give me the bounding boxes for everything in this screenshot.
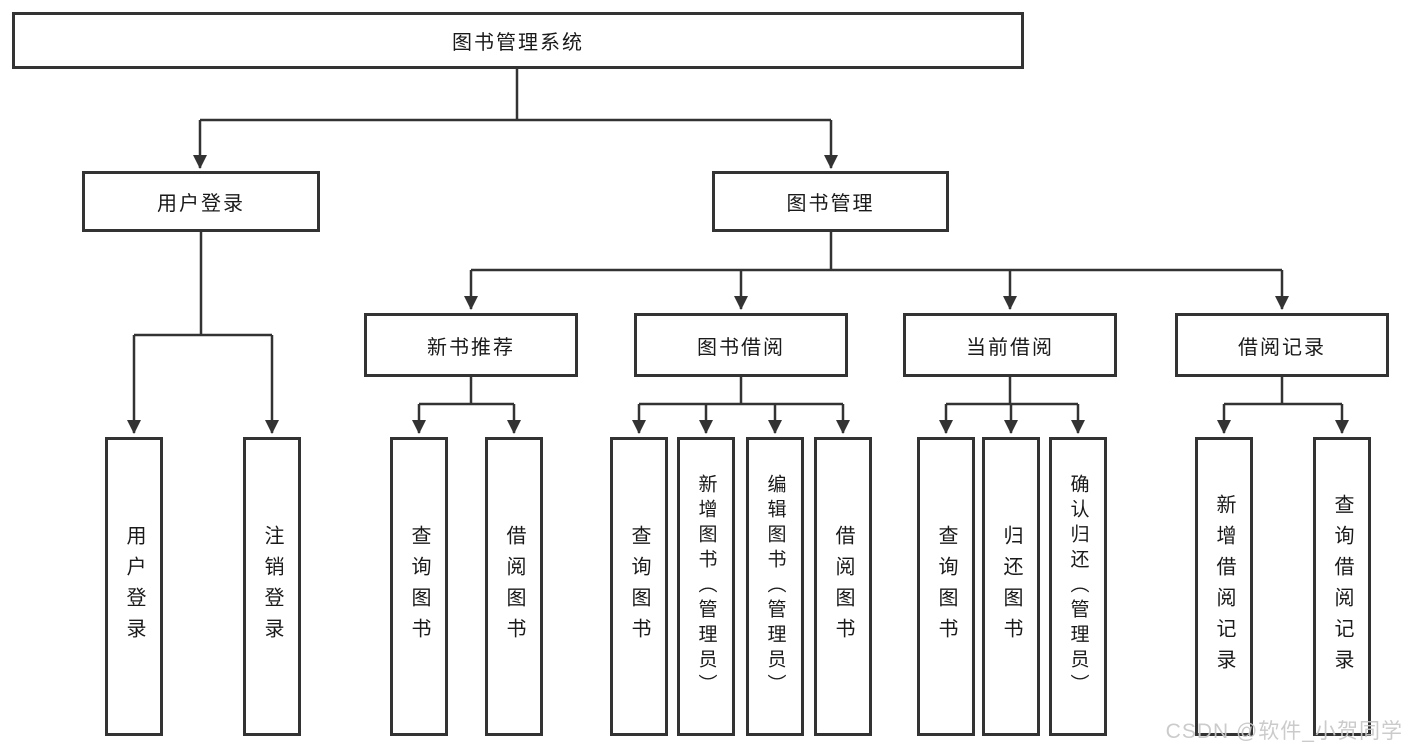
node-root: 图书管理系统 (12, 12, 1024, 69)
leaf-nb-borrow-books: 借阅图书 (485, 437, 543, 736)
leaf-br-add-record: 新增借阅记录 (1195, 437, 1253, 736)
node-new-book-recommend: 新书推荐 (364, 313, 578, 377)
leaf-bb-add-books-admin: 新增图书（管理员） (677, 437, 735, 736)
node-book-borrowing: 图书借阅 (634, 313, 848, 377)
leaf-bb-query-books: 查询图书 (610, 437, 668, 736)
leaf-br-query-record: 查询借阅记录 (1313, 437, 1371, 736)
leaf-cb-return-books: 归还图书 (982, 437, 1040, 736)
node-borrow-records: 借阅记录 (1175, 313, 1389, 377)
leaf-user-login: 用户登录 (105, 437, 163, 736)
watermark: CSDN @软件_小贺同学 (1165, 720, 1403, 743)
leaf-cb-query-books: 查询图书 (917, 437, 975, 736)
leaf-logout: 注销登录 (243, 437, 301, 736)
node-user-login: 用户登录 (82, 171, 320, 232)
node-book-management: 图书管理 (712, 171, 949, 232)
leaf-nb-query-books: 查询图书 (390, 437, 448, 736)
leaf-bb-edit-books-admin: 编辑图书（管理员） (746, 437, 804, 736)
leaf-cb-confirm-return-admin: 确认归还（管理员） (1049, 437, 1107, 736)
node-current-borrowing: 当前借阅 (903, 313, 1117, 377)
leaf-bb-borrow-books: 借阅图书 (814, 437, 872, 736)
